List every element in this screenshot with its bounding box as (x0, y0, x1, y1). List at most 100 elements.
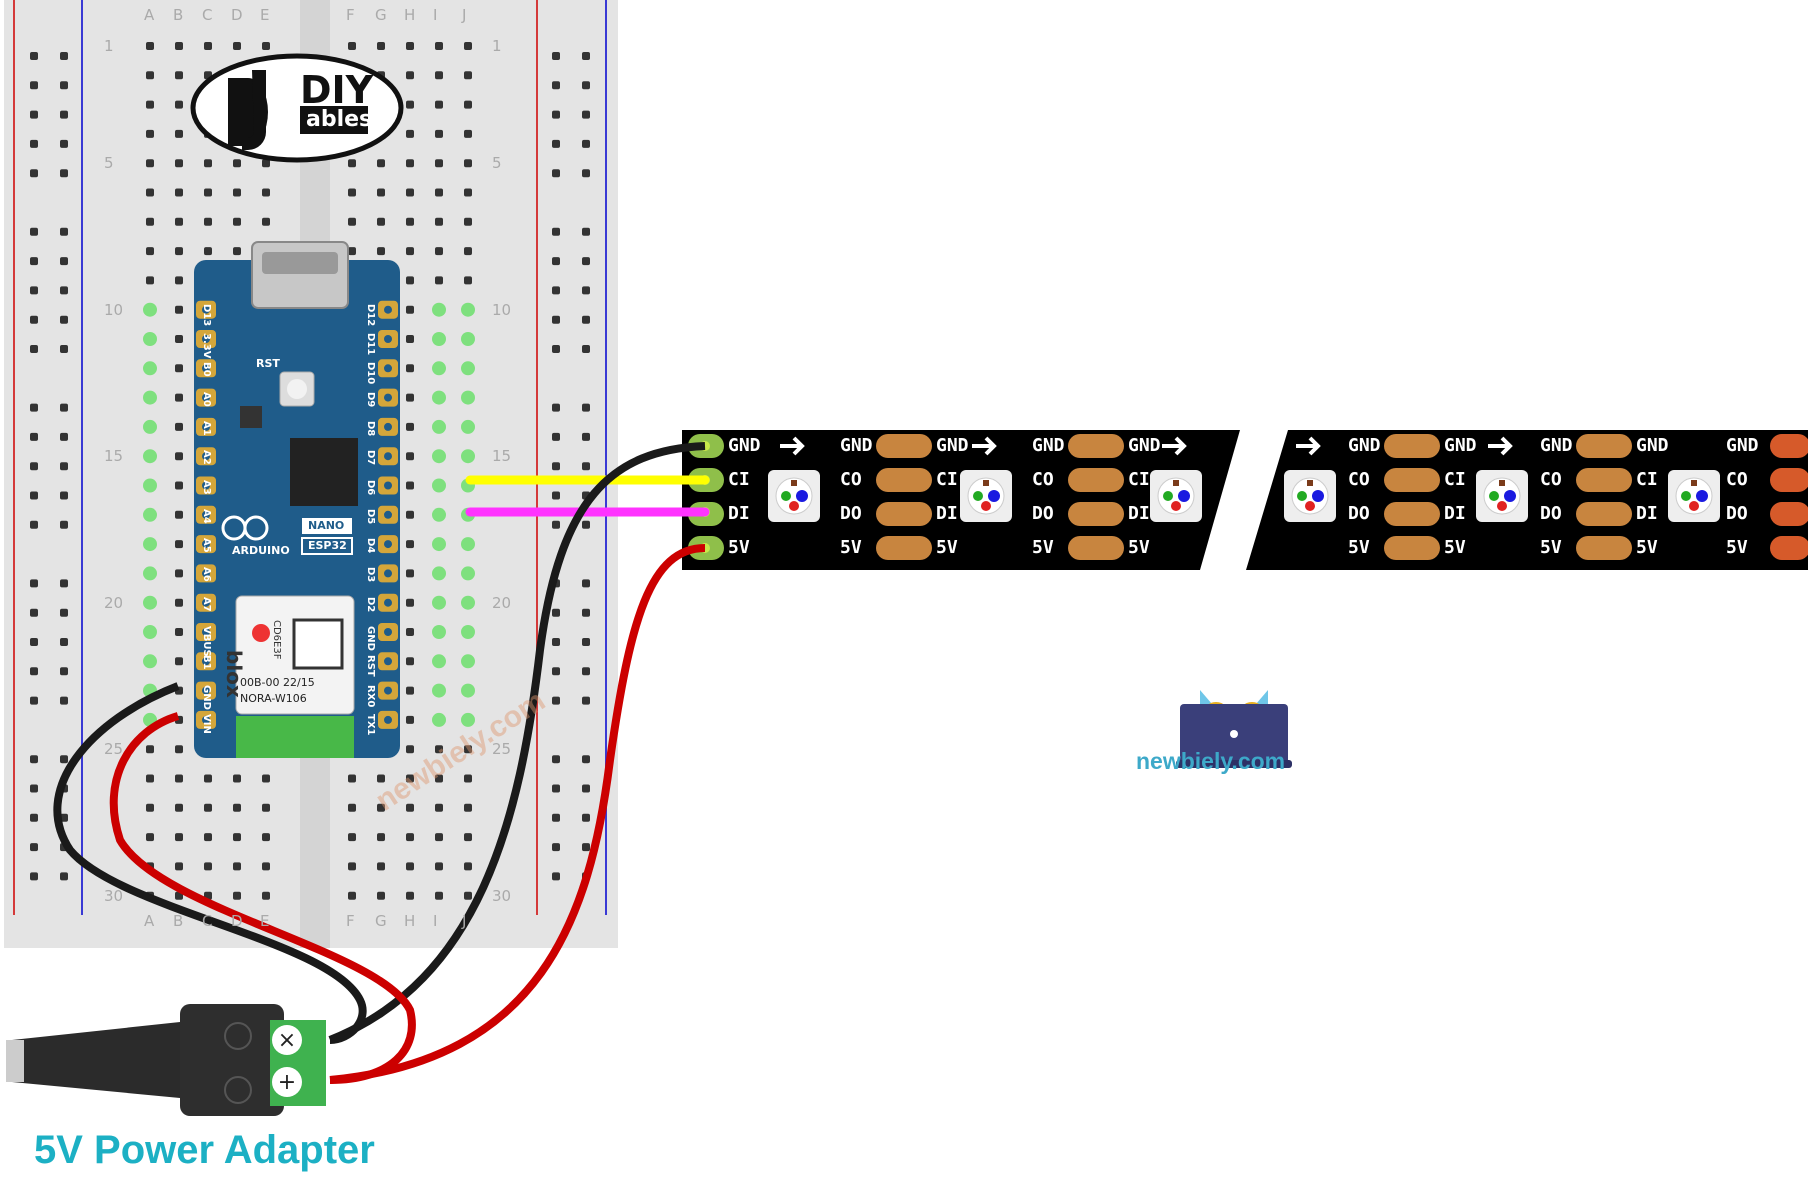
column-letter: D (231, 912, 243, 930)
strip-pad-label: 5V (1444, 537, 1466, 558)
strip-pad-label: 5V (1348, 537, 1370, 558)
logo-text-ables: ables (306, 107, 373, 132)
column-letter: H (404, 912, 416, 930)
pin-label-right: RST (365, 655, 376, 678)
row-number: 5 (492, 154, 502, 173)
column-letter: A (144, 6, 155, 24)
strip-pad-label: 5V (1128, 537, 1150, 558)
pin-label-left: D13 (201, 303, 212, 326)
row-number: 10 (104, 300, 124, 319)
column-letter: I (433, 912, 438, 930)
pin-label-right: D12 (365, 303, 376, 326)
strip-pad-label: CI (1636, 469, 1658, 490)
wires (53, 442, 710, 1084)
strip-pad-label: DI (728, 503, 750, 524)
pin-label-right: D10 (365, 362, 376, 385)
row-number: 30 (104, 886, 124, 905)
newbiely-owl-icon (1176, 690, 1292, 768)
strip-pad-label: GND (728, 435, 761, 456)
board-model-2: ESP32 (308, 539, 347, 552)
strip-pad-label: 5V (728, 537, 750, 558)
strip-pad-label: DI (1636, 503, 1658, 524)
row-number: 1 (492, 37, 502, 55)
column-letter: G (375, 6, 387, 24)
strip-pad-label: CO (1540, 469, 1562, 490)
pin-label-left: GND (201, 684, 212, 710)
column-letter: G (375, 912, 387, 930)
column-letter: I (433, 6, 438, 24)
row-number: 15 (104, 447, 124, 466)
strip-pad-label: DO (1032, 503, 1054, 524)
strip-pad-label: GND (1444, 435, 1477, 456)
column-letter: B (173, 6, 184, 24)
pin-label-left: A2 (201, 450, 212, 465)
board-model-1: NANO (308, 519, 345, 532)
strip-pad-label: CI (1444, 469, 1466, 490)
power-adapter-label: 5V Power Adapter (34, 1128, 375, 1172)
pin-label-left: A1 (201, 420, 212, 436)
strip-pad-label: DO (840, 503, 862, 524)
module-code: 00B-00 22/15 (240, 676, 315, 689)
strip-pad-label: GND (1540, 435, 1573, 456)
module-brand: blox (222, 650, 246, 698)
strip-pad-label: GND (1032, 435, 1065, 456)
row-number: 20 (104, 593, 124, 612)
column-letter: B (173, 912, 184, 930)
strip-pad-label: CI (936, 469, 958, 490)
pin-label-right: D3 (365, 567, 376, 583)
strip-pad-label: 5V (936, 537, 958, 558)
gnd-wire-board (53, 682, 367, 1044)
row-number: 15 (492, 447, 512, 466)
column-letter: F (346, 912, 355, 930)
column-letter: E (260, 6, 270, 24)
pin-label-right: D8 (365, 420, 376, 437)
pin-label-left: VBUS (201, 626, 212, 657)
strip-pad-label: DO (1348, 503, 1370, 524)
strip-pad-label: DI (1444, 503, 1466, 524)
strip-pad-label: 5V (1726, 537, 1748, 558)
pin-label-right: D11 (365, 333, 376, 356)
pin-label-right: TX1 (365, 713, 376, 736)
strip-pad-label: CI (728, 469, 750, 490)
row-number: 1 (104, 37, 114, 55)
column-letter: J (462, 912, 467, 930)
strip-pad-label: 5V (1540, 537, 1562, 558)
strip-pad-label: DO (1540, 503, 1562, 524)
strip-pad-label: 5V (1032, 537, 1054, 558)
pin-label-left: B0 (201, 362, 212, 377)
row-number: 20 (492, 593, 512, 612)
pin-label-right: D7 (365, 450, 376, 466)
module-name: NORA-W106 (240, 692, 307, 705)
pin-label-left: A7 (201, 596, 212, 612)
strip-pad-label: 5V (840, 537, 862, 558)
pin-label-right: D2 (365, 596, 376, 612)
column-letter: J (462, 6, 467, 24)
pin-label-left: A3 (201, 479, 212, 495)
row-number: 25 (104, 740, 124, 759)
strip-pad-label: CO (840, 469, 862, 490)
strip-pad-label: CO (1726, 469, 1748, 490)
pin-label-right: D4 (365, 538, 376, 554)
svg-text:+: + (278, 1070, 296, 1095)
strip-pad-label: GND (1128, 435, 1161, 456)
module-id: CD6E3F (271, 620, 282, 660)
row-number: 25 (492, 740, 512, 759)
5v-wire-board (109, 712, 416, 1084)
pin-label-left: B1 (201, 655, 212, 670)
strip-pad-label: GND (1636, 435, 1669, 456)
pin-label-right: GND (365, 626, 376, 651)
strip-pad-label: GND (1726, 435, 1759, 456)
arduino-nano-esp32 (194, 241, 400, 758)
column-letter: A (144, 912, 155, 930)
column-letter: E (260, 912, 270, 930)
led-strip (682, 430, 1808, 570)
gnd-wire-strip (328, 442, 706, 1044)
pin-label-left: 3.3V (201, 333, 212, 359)
svg-text:×: × (278, 1028, 296, 1053)
brand-site-label: newbiely.com (1136, 748, 1286, 774)
pin-label-right: D9 (365, 391, 376, 407)
pin-label-right: D6 (365, 479, 376, 495)
row-number: 5 (104, 154, 114, 173)
column-letter: F (346, 6, 355, 24)
